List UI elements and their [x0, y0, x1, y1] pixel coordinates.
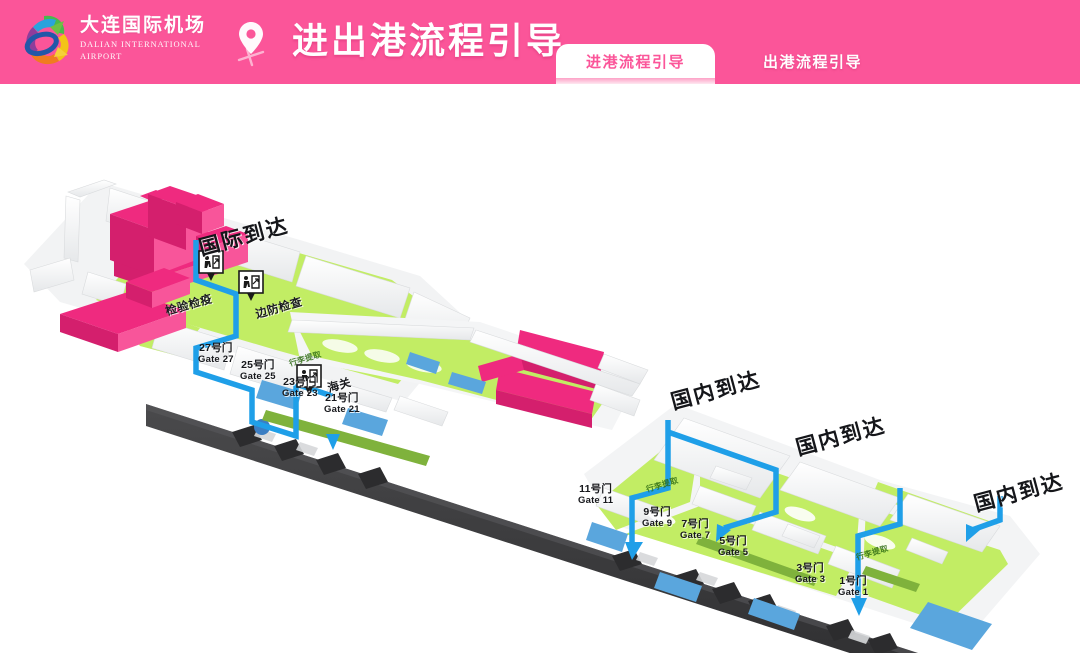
- location-pin-icon: [230, 16, 272, 68]
- page-header: 大连国际机场 DALIAN INTERNATIONAL AIRPORT 进出港流…: [0, 0, 1080, 84]
- airport-name-en-line1: DALIAN INTERNATIONAL: [80, 39, 201, 49]
- tab-departure-process[interactable]: 出港流程引导: [763, 54, 863, 71]
- customs-route-marker[interactable]: [296, 364, 322, 396]
- process-tabs: 进港流程引导 出港流程引导: [556, 44, 892, 84]
- international-checkin-blocks: [60, 186, 248, 352]
- page-title: 进出港流程引导: [292, 20, 566, 61]
- airport-name-en-line2: AIRPORT: [80, 51, 123, 61]
- terminal-floorplan-map[interactable]: 国际到达 国内到达 国内到达 国内到达 检验检疫 边防检查 海关 行李提取 行李…: [0, 84, 1080, 653]
- tab-arrival-process[interactable]: 进港流程引导: [556, 44, 716, 84]
- arrival-route-paths: [193, 240, 903, 604]
- floorplan-svg: [24, 179, 1040, 653]
- border-inspection-route-marker[interactable]: [238, 270, 264, 302]
- airport-name-block: 大连国际机场 DALIAN INTERNATIONAL AIRPORT: [80, 14, 220, 62]
- airport-name-cn: 大连国际机场: [80, 15, 207, 36]
- apron-band: [146, 404, 918, 653]
- header-fade-divider: [0, 78, 1080, 84]
- route-arrowheads: [326, 434, 980, 616]
- central-retail-block: [478, 330, 604, 428]
- dalian-airport-swirl-logo-icon: [12, 10, 76, 72]
- quarantine-route-marker[interactable]: [198, 250, 224, 282]
